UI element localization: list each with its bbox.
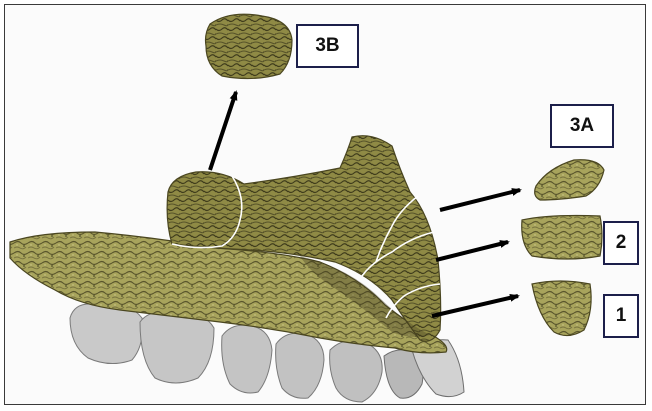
fragment-3b [206,14,293,78]
label-1: 1 [603,294,639,338]
label-2: 2 [603,221,639,265]
label-3a: 3A [550,104,614,148]
fragment-2 [522,216,602,260]
premolar-tooth [222,325,272,393]
molar-tooth [70,304,143,364]
fragment-3a [535,160,604,200]
label-3b: 3B [296,24,359,68]
fragment-1 [532,281,591,336]
arrow-to-3b [210,92,236,170]
arrow-to-1 [432,296,518,316]
canine-tooth [330,340,383,402]
arrow-to-2 [436,242,508,260]
arrow-to-3a [440,190,520,210]
premolar-tooth [276,333,324,398]
molar-tooth [140,311,214,383]
